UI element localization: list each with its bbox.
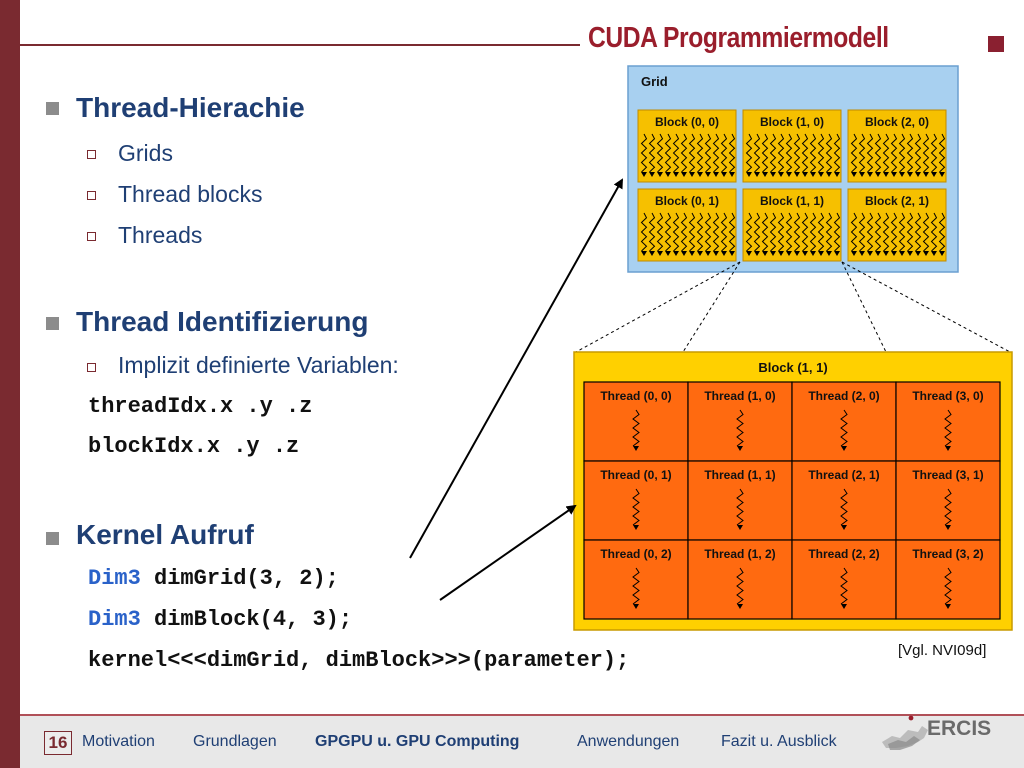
- grid-block: Block (0, 1): [637, 188, 737, 262]
- thread-cell: Thread (3, 1): [895, 460, 1001, 541]
- thread-label: Thread (2, 0): [808, 389, 879, 403]
- thread-label: Thread (1, 1): [704, 468, 775, 482]
- thread-cells: Thread (0, 0) Thread (1, 0) Thread (2, 0) T…: [583, 381, 1001, 620]
- thread-label: Thread (1, 0): [704, 389, 775, 403]
- grid-block: Block (2, 0): [847, 109, 947, 183]
- thread-cell: Thread (2, 0): [791, 381, 897, 462]
- slide-title: CUDA Programmiermodell: [588, 22, 889, 54]
- zoom-block-label: Block (1, 1): [758, 360, 827, 375]
- nav-fazit[interactable]: Fazit u. Ausblick: [721, 733, 837, 750]
- thread-cell: Thread (3, 0): [895, 381, 1001, 462]
- bullet-square-icon: [46, 317, 59, 330]
- block-label: Block (1, 1): [760, 194, 824, 208]
- thread-label: Thread (1, 2): [704, 547, 775, 561]
- thread-label: Thread (0, 1): [600, 468, 671, 482]
- zoom-line: [575, 261, 741, 353]
- item-thread-blocks: Thread blocks: [118, 181, 263, 207]
- bullet-square-icon: [46, 102, 59, 115]
- block-label: Block (1, 0): [760, 115, 824, 129]
- grid-label: Grid: [641, 74, 668, 89]
- ercis-logo: [882, 715, 928, 750]
- bullet-square-icon: [46, 532, 59, 545]
- ercis-logo-text: ERCIS: [927, 717, 992, 740]
- heading-kernel-call: Kernel Aufruf: [76, 519, 254, 550]
- block-label: Block (0, 1): [655, 194, 719, 208]
- code-kernel-launch: kernel<<<dimGrid, dimBlock>>>(parameter)…: [88, 648, 630, 673]
- heading-thread-hierarchy: Thread-Hierachie: [76, 92, 305, 123]
- footer-bar: [20, 714, 1024, 768]
- code-keyword: Dim3: [88, 566, 141, 591]
- reference-citation: [Vgl. NVI09d]: [898, 642, 987, 659]
- thread-cell: Thread (0, 2): [583, 539, 689, 620]
- nav-anwendungen[interactable]: Anwendungen: [577, 733, 680, 750]
- code-threadidx: threadIdx.x .y .z: [88, 394, 313, 419]
- left-accent-bar: [0, 0, 20, 768]
- nav-gpgpu[interactable]: GPGPU u. GPU Computing: [315, 733, 520, 750]
- thread-cell: Thread (3, 2): [895, 539, 1001, 620]
- thread-cell: Thread (1, 1): [687, 460, 793, 541]
- thread-cell: Thread (1, 2): [687, 539, 793, 620]
- nav-motivation[interactable]: Motivation: [82, 733, 155, 750]
- grid-block: Block (2, 1): [847, 188, 947, 262]
- item-implicit-variables: Implizit definierte Variablen:: [118, 352, 399, 378]
- thread-label: Thread (2, 1): [808, 468, 879, 482]
- zoom-line: [682, 261, 741, 353]
- grid-block: Block (1, 0): [742, 109, 842, 183]
- code-blockidx: blockIdx.x .y .z: [88, 434, 300, 459]
- arrow-grid: [409, 178, 623, 559]
- sub-bullet-icon: [87, 232, 96, 241]
- arrow-block: [439, 504, 577, 601]
- heading-thread-identification: Thread Identifizierung: [76, 306, 369, 337]
- block-label: Block (2, 0): [865, 115, 929, 129]
- page-number: 16: [44, 731, 72, 755]
- thread-cell: Thread (1, 0): [687, 381, 793, 462]
- item-threads: Threads: [118, 222, 203, 248]
- sub-bullet-icon: [87, 150, 96, 159]
- grid-block: Block (0, 0): [637, 109, 737, 183]
- sub-bullet-icon: [87, 191, 96, 200]
- block-label: Block (0, 0): [655, 115, 719, 129]
- title-underline: [20, 44, 580, 46]
- thread-label: Thread (3, 1): [912, 468, 983, 482]
- thread-cell: Thread (2, 1): [791, 460, 897, 541]
- thread-label: Thread (3, 0): [912, 389, 983, 403]
- thread-label: Thread (2, 2): [808, 547, 879, 561]
- zoom-line: [841, 261, 1011, 353]
- thread-cell: Thread (0, 1): [583, 460, 689, 541]
- code-dimgrid: Dim3 dimGrid(3, 2);: [88, 566, 339, 591]
- code-dimblock: Dim3 dimBlock(4, 3);: [88, 607, 352, 632]
- code-text: dimBlock(4, 3);: [140, 607, 353, 632]
- code-text: dimGrid(3, 2);: [140, 566, 339, 591]
- block-label: Block (2, 1): [865, 194, 929, 208]
- sub-bullet-icon: [87, 363, 96, 372]
- item-grids: Grids: [118, 140, 173, 166]
- thread-cell: Thread (2, 2): [791, 539, 897, 620]
- grid-block: Block (1, 1): [742, 188, 842, 262]
- nav-grundlagen[interactable]: Grundlagen: [193, 733, 277, 750]
- thread-cell: Thread (0, 0): [583, 381, 689, 462]
- footer-divider: [20, 714, 1024, 716]
- title-square-icon: [988, 36, 1004, 52]
- code-keyword: Dim3: [88, 607, 141, 632]
- thread-label: Thread (0, 0): [600, 389, 671, 403]
- grid-blocks: Block (0, 0) Block (1, 0) Block (2, 0) Bloc…: [637, 109, 947, 262]
- thread-label: Thread (0, 2): [600, 547, 671, 561]
- thread-label: Thread (3, 2): [912, 547, 983, 561]
- zoom-line: [841, 261, 887, 353]
